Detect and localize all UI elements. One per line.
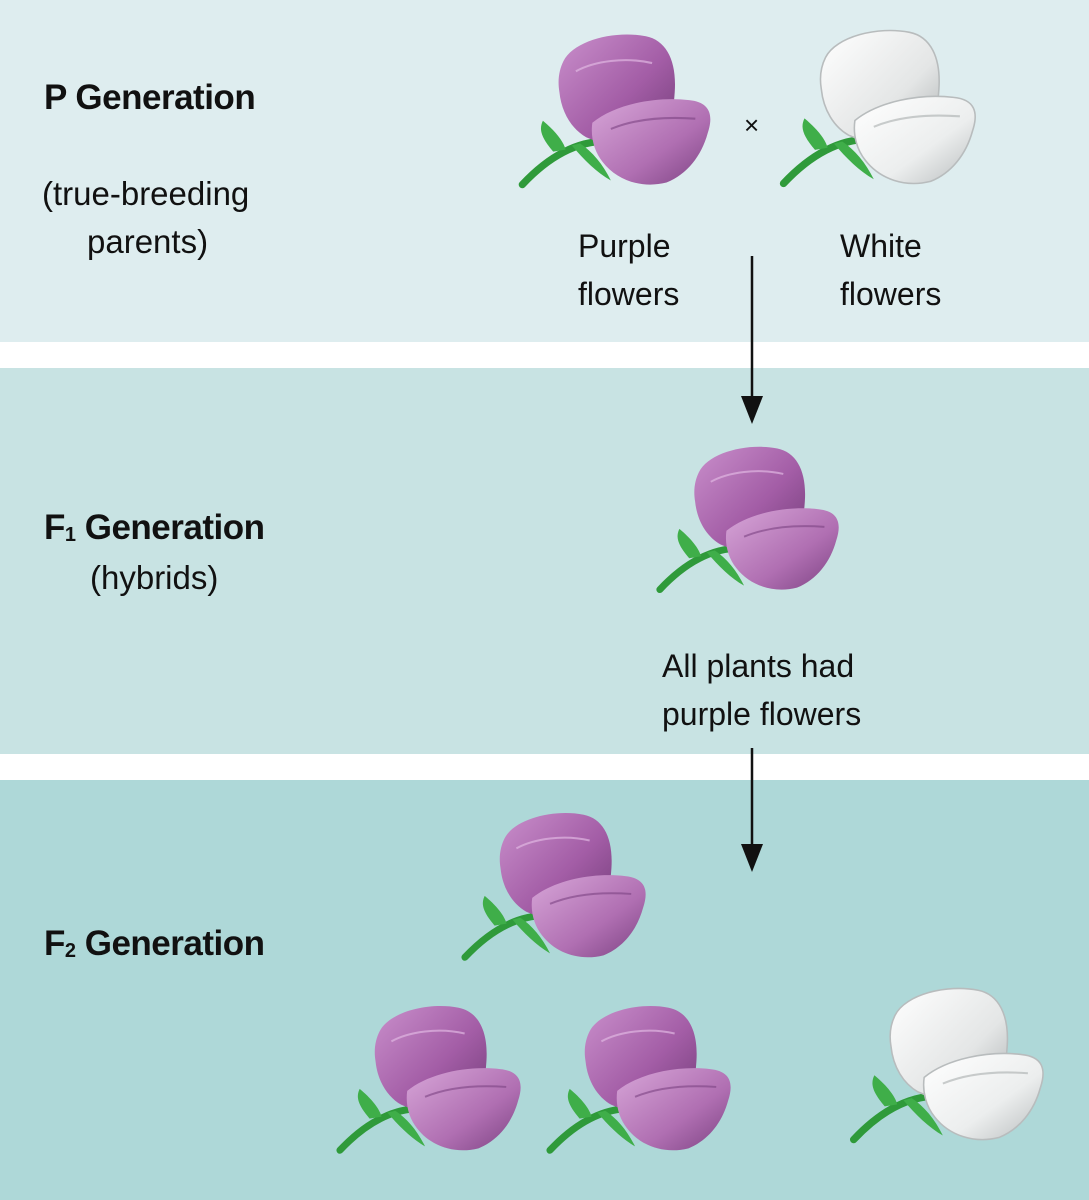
f2-title-letter: F: [44, 924, 65, 963]
f2-generation-title: F2 Generation: [44, 924, 265, 964]
p-generation-title: P Generation: [44, 78, 256, 117]
f2-title-rest: Generation: [75, 924, 265, 963]
f1-title-rest: Generation: [75, 508, 265, 547]
f1-title-subscript: 1: [64, 524, 76, 546]
purple-parent-caption-line2: flowers: [578, 276, 680, 312]
f1-caption-line1: All plants had: [662, 648, 855, 684]
white-parent-caption-line2: flowers: [840, 276, 942, 312]
f1-generation-title: F1 Generation: [44, 508, 265, 548]
cross-symbol: ×: [744, 110, 760, 140]
arrowhead-p-to-f1: [741, 396, 763, 424]
p-generation-subtitle-line2: parents): [87, 223, 209, 260]
white-parent-caption-line1: White: [840, 228, 922, 264]
f1-caption-line2: purple flowers: [662, 696, 862, 732]
f1-generation-subtitle: (hybrids): [90, 559, 219, 596]
f2-title-subscript: 2: [64, 940, 76, 962]
f1-generation-band: [0, 368, 1089, 754]
arrowhead-f1-to-f2: [741, 844, 763, 872]
p-generation-subtitle-line1: (true-breeding: [42, 175, 250, 212]
purple-parent-caption-line1: Purple: [578, 228, 671, 264]
f1-title-letter: F: [44, 508, 65, 547]
